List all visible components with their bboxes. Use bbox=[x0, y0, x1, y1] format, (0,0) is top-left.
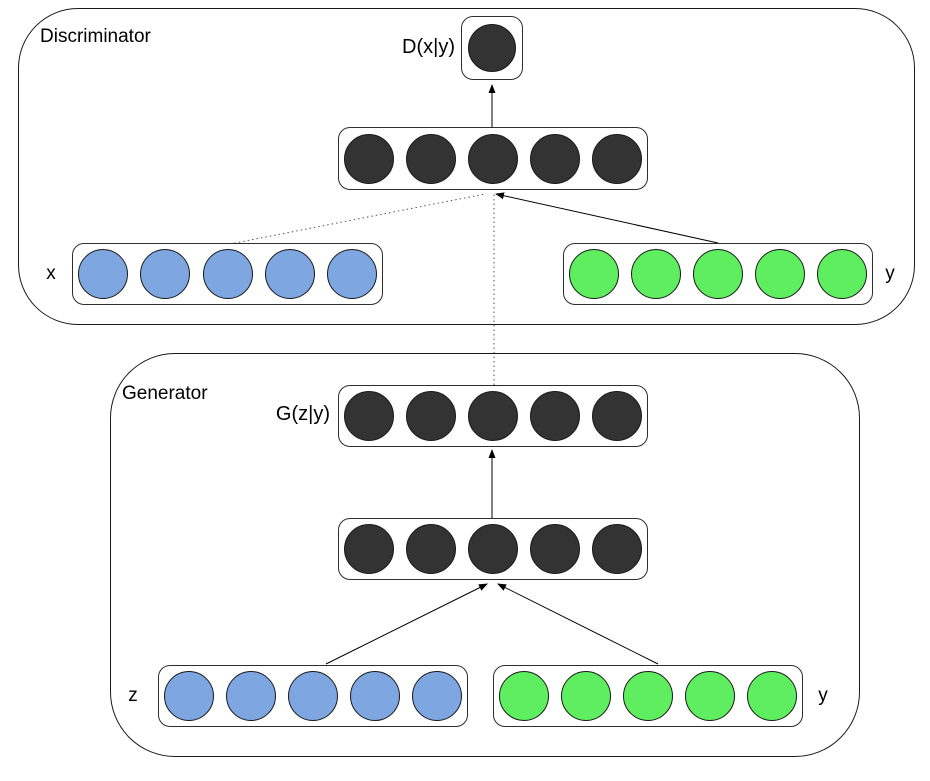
generator-input-z-layer bbox=[158, 665, 468, 727]
green-neuron-node bbox=[569, 249, 619, 299]
discriminator-output-label: D(x|y) bbox=[402, 36, 455, 58]
generator-title: Generator bbox=[122, 383, 208, 404]
dark-neuron-node bbox=[530, 524, 580, 574]
x-input-label: x bbox=[46, 263, 56, 284]
dark-neuron-node bbox=[406, 133, 456, 184]
discriminator-y-input-label: y bbox=[885, 263, 895, 284]
green-neuron-node bbox=[561, 671, 611, 721]
dark-neuron-node bbox=[406, 391, 456, 441]
dark-neuron-node bbox=[530, 133, 580, 184]
blue-neuron-node bbox=[327, 249, 377, 299]
green-neuron-node bbox=[499, 671, 549, 721]
dark-neuron-node bbox=[344, 524, 394, 574]
blue-neuron-node bbox=[78, 249, 128, 299]
discriminator-input-y-layer bbox=[563, 243, 873, 305]
discriminator-input-x-layer bbox=[72, 243, 383, 305]
green-neuron-node bbox=[631, 249, 681, 299]
blue-neuron-node bbox=[226, 671, 276, 721]
dark-neuron-node bbox=[592, 133, 642, 184]
blue-neuron-node bbox=[202, 249, 253, 299]
generator-hidden-layer bbox=[338, 518, 648, 580]
dark-neuron-node bbox=[468, 524, 518, 574]
dark-neuron-node bbox=[530, 391, 580, 441]
dark-neuron-node bbox=[468, 24, 516, 72]
discriminator-output-layer bbox=[461, 16, 523, 80]
dark-neuron-node bbox=[344, 133, 394, 184]
generator-output-layer bbox=[338, 385, 648, 447]
green-neuron-node bbox=[747, 671, 797, 721]
green-neuron-node bbox=[623, 671, 673, 721]
dark-neuron-node bbox=[406, 524, 456, 574]
blue-neuron-node bbox=[140, 249, 191, 299]
blue-neuron-node bbox=[350, 671, 400, 721]
generator-y-input-label: y bbox=[818, 685, 828, 706]
dark-neuron-node bbox=[468, 133, 518, 184]
generator-input-y-layer bbox=[493, 665, 803, 727]
green-neuron-node bbox=[755, 249, 805, 299]
blue-neuron-node bbox=[288, 671, 338, 721]
green-neuron-node bbox=[685, 671, 735, 721]
blue-neuron-node bbox=[164, 671, 214, 721]
blue-neuron-node bbox=[412, 671, 462, 721]
green-neuron-node bbox=[693, 249, 743, 299]
generator-box bbox=[110, 353, 860, 757]
dark-neuron-node bbox=[344, 391, 394, 441]
dark-neuron-node bbox=[592, 524, 642, 574]
discriminator-title: Discriminator bbox=[40, 26, 151, 47]
blue-neuron-node bbox=[264, 249, 315, 299]
discriminator-hidden-layer bbox=[338, 127, 648, 190]
discriminator-box bbox=[18, 8, 915, 325]
dark-neuron-node bbox=[592, 391, 642, 441]
generator-output-label: G(z|y) bbox=[275, 403, 330, 425]
z-input-label: z bbox=[128, 685, 138, 706]
green-neuron-node bbox=[817, 249, 867, 299]
dark-neuron-node bbox=[468, 391, 518, 441]
